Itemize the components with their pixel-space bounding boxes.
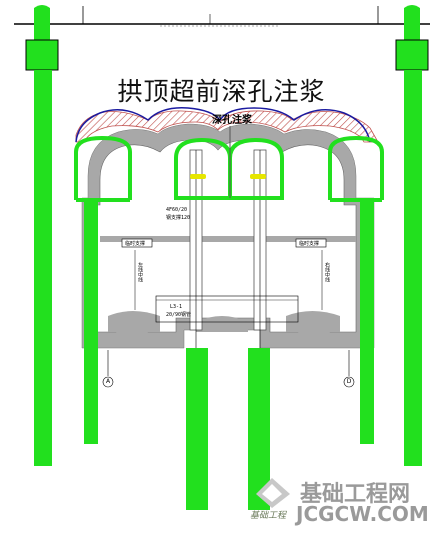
grout-outline [75, 107, 371, 143]
grout-hatch-zone [75, 110, 379, 143]
yellow-cap-right [250, 174, 266, 179]
watermark-handwriting: 基础工程 [250, 511, 287, 521]
right-vertical-label: 右线中线 [324, 262, 330, 282]
right-pilot-arch [328, 135, 384, 202]
axis-label-right: D [346, 378, 352, 385]
watermark-url: JCGCW.COM [296, 502, 429, 526]
center-right-arch [228, 137, 284, 200]
yellow-cap-left [190, 174, 206, 179]
axis-label-left: A [105, 378, 111, 385]
right-outer-pile-top [404, 5, 420, 44]
right-side-pile [360, 198, 374, 444]
center-pile-left [186, 348, 208, 510]
right-outer-pile-cap [395, 39, 429, 71]
watermark-logo-icon [256, 478, 290, 508]
right-outer-pile [404, 70, 422, 466]
axis-bubble-left [102, 376, 114, 388]
center-label-1: 4F60/20 [166, 207, 188, 213]
bottom-label-2: 20/90钢管 [166, 312, 192, 318]
invert-right [286, 311, 340, 332]
invert-left [108, 311, 160, 332]
bottom-label-1: L3-1 [170, 304, 183, 310]
right-support-box [295, 238, 327, 248]
left-box-label: 临时支撑 [125, 241, 146, 247]
center-label-2: 钢支撑120 [166, 215, 191, 221]
center-pile-right [248, 348, 270, 510]
left-outer-pile-top [34, 5, 50, 44]
grout-zone-label: 深孔注浆 [212, 115, 252, 126]
temporary-strut [100, 236, 356, 242]
watermark-site: 基础工程网 [300, 482, 411, 507]
axis-bubble-right [343, 376, 355, 388]
left-outer-pile [34, 70, 52, 466]
left-outer-pile-cap [25, 39, 59, 71]
left-pilot-arch [74, 135, 132, 202]
left-support-box [121, 238, 153, 248]
right-box-label: 临时支撑 [299, 241, 320, 247]
invert-center [196, 316, 248, 332]
bottom-frame [155, 295, 299, 323]
left-side-pile [84, 198, 98, 444]
left-vertical-label: 左线中线 [137, 262, 143, 282]
page-title: 拱顶超前深孔注浆 [117, 77, 326, 106]
